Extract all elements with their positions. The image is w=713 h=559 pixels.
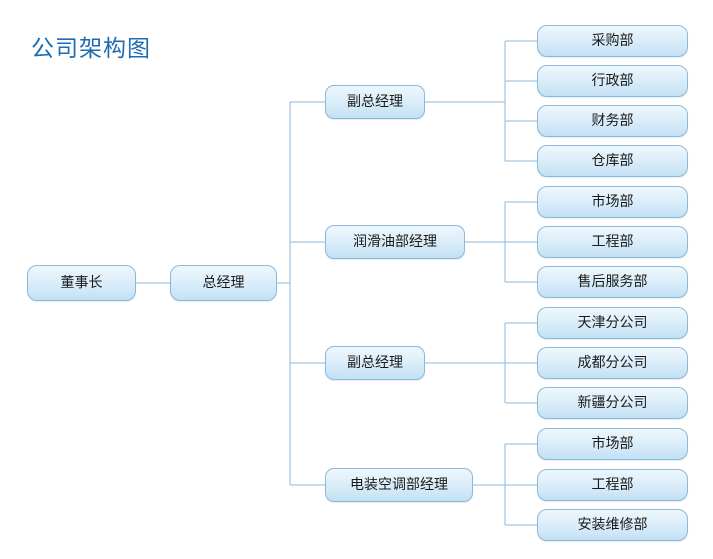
node-manager-4-label: 电装空调部经理 — [350, 476, 448, 493]
node-dept-g1-3-label: 财务部 — [591, 112, 634, 129]
node-dept-installation-maintenance[interactable]: 安装维修部 — [537, 509, 688, 541]
node-dept-g2-1-label: 市场部 — [591, 193, 634, 210]
node-dept-finance[interactable]: 财务部 — [537, 105, 688, 137]
node-manager-electrical-ac-dept[interactable]: 电装空调部经理 — [325, 468, 473, 502]
node-general-manager[interactable]: 总经理 — [170, 265, 277, 301]
node-general-manager-label: 总经理 — [202, 274, 245, 291]
page-title: 公司架构图 — [31, 36, 151, 63]
node-dept-g2-3-label: 售后服务部 — [577, 273, 648, 290]
node-dept-warehouse[interactable]: 仓库部 — [537, 145, 688, 177]
node-dept-administration[interactable]: 行政部 — [537, 65, 688, 97]
node-dept-g1-4-label: 仓库部 — [591, 152, 634, 169]
node-dept-g4-1-label: 市场部 — [591, 435, 634, 452]
node-manager-deputy-gm-1[interactable]: 副总经理 — [325, 85, 425, 119]
node-dept-g1-1-label: 采购部 — [591, 32, 634, 49]
node-dept-marketing-lubricant[interactable]: 市场部 — [537, 186, 688, 218]
node-chairman[interactable]: 董事长 — [27, 265, 136, 301]
node-dept-g3-3-label: 新疆分公司 — [577, 394, 648, 411]
node-dept-g3-1-label: 天津分公司 — [577, 314, 648, 331]
node-chairman-label: 董事长 — [60, 274, 103, 291]
node-branch-xinjiang[interactable]: 新疆分公司 — [537, 387, 688, 419]
node-dept-g3-2-label: 成都分公司 — [577, 354, 648, 371]
node-dept-g1-2-label: 行政部 — [591, 72, 634, 89]
node-manager-3-label: 副总经理 — [347, 354, 403, 371]
node-manager-2-label: 润滑油部经理 — [353, 233, 437, 250]
node-dept-g2-2-label: 工程部 — [591, 233, 634, 250]
node-dept-engineering-lubricant[interactable]: 工程部 — [537, 226, 688, 258]
node-dept-g4-3-label: 安装维修部 — [577, 516, 648, 533]
node-manager-1-label: 副总经理 — [347, 93, 403, 110]
node-manager-deputy-gm-2[interactable]: 副总经理 — [325, 346, 425, 380]
node-branch-tianjin[interactable]: 天津分公司 — [537, 307, 688, 339]
node-dept-purchasing[interactable]: 采购部 — [537, 25, 688, 57]
node-branch-chengdu[interactable]: 成都分公司 — [537, 347, 688, 379]
node-dept-engineering-ac[interactable]: 工程部 — [537, 469, 688, 501]
node-manager-lubricant-dept[interactable]: 润滑油部经理 — [325, 225, 465, 259]
node-dept-g4-2-label: 工程部 — [591, 476, 634, 493]
node-dept-marketing-ac[interactable]: 市场部 — [537, 428, 688, 460]
node-dept-after-sales-service[interactable]: 售后服务部 — [537, 266, 688, 298]
